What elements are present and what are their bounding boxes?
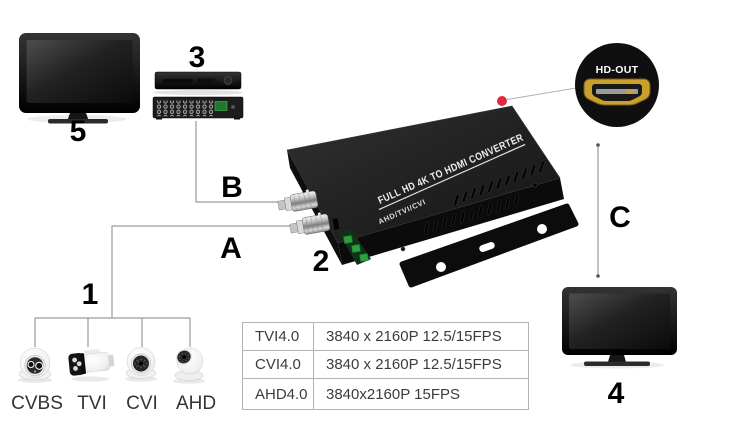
marker-5: 5 [69,115,87,148]
tvi-ir-led-1 [72,357,78,363]
tvi-shadow [71,376,109,382]
tvi-sunshield [83,349,100,355]
monitor-5-stand [67,113,89,120]
cvbs-ir-led [27,360,35,369]
dvr-rear-port-green [214,101,228,111]
case-top-face [286,105,561,244]
converter-title-underline [378,143,526,211]
spec-resolution-tvi: 3840 x 2160P 12.5/15FPS [314,323,528,351]
marker-a: A [220,232,242,265]
camera-label-cvi: CVI [126,393,158,414]
spec-format-tvi: TVI4.0 [243,323,314,351]
vent-slots-top [453,161,545,206]
monitor-5 [19,33,140,124]
dvr-shadow [153,90,243,95]
monitor-5-screen [26,40,133,103]
hdmi-location-dot [497,96,507,106]
spec-format-ahd: AHD4.0 [243,379,314,409]
line-c-top-dot [596,143,600,147]
camera-cvi [125,347,157,382]
case-screw-hole [532,182,538,188]
line-c-bottom-dot [596,274,600,278]
bracket-hole-right [537,224,547,234]
cvbs-status-led [33,370,37,373]
marker-4: 4 [607,377,625,410]
connection-line-b [195,121,288,203]
marker-c: C [609,201,631,234]
connection-lines [34,121,599,347]
dvr-front-knob [223,76,233,85]
monitor-4 [562,287,677,369]
camera-branch-lines [34,317,191,347]
monitor-4-base [584,361,650,366]
marker-3: 3 [188,41,206,74]
ahd-faceplate-group [175,349,193,365]
spec-resolution-cvi: 3840 x 2160P 12.5/15FPS [314,351,528,379]
spec-format-cvi: CVI4.0 [243,351,314,379]
monitor-5-base [48,119,108,124]
tvi-ring [80,353,86,375]
dvr-foot-left [156,117,162,120]
bracket-slot [479,241,495,253]
dvr-front-recess [197,78,215,83]
monitor-4-stand [608,355,626,362]
camera-label-ahd: AHD [175,393,217,414]
bracket-hole-left [436,262,446,272]
toggle-switch [331,217,341,231]
camera-ahd [173,347,205,384]
marker-b: B [221,171,243,204]
tvi-lens [76,361,82,367]
tvi-tail [108,354,115,367]
callout-line [506,87,577,100]
front-face-hole [400,246,406,252]
vent-slots-front [423,193,520,236]
camera-label-tvi: TVI [77,393,107,414]
cvbs-lens [35,361,44,370]
converter-device: FULL HD 4K TO HDMI CONVERTER AHD/TVI/CVI [277,87,579,288]
hdmi-callout-circle: HD-OUT [575,43,659,127]
monitor-4-screen [569,293,670,349]
camera-label-cvbs: CVBS [11,393,63,414]
dvr-foot-right [234,117,240,120]
cvi-ir-leds [134,358,148,369]
bnc-connector-upper [277,189,319,212]
spec-table: TVI4.0 3840 x 2160P 12.5/15FPS CVI4.0 38… [242,322,529,410]
ahd-lens [181,354,187,360]
bnc-connector-lower [289,212,331,235]
dvr-bnc-grid [156,100,213,117]
pcb-terminals [343,235,369,262]
marker-1: 1 [81,278,99,311]
hd-out-label: HD-OUT [596,64,639,76]
dvr-front-slot [163,79,193,83]
spec-resolution-ahd: 3840x2160P 15FPS [326,385,460,403]
cvi-lens [138,360,144,367]
dvr-unit [152,71,244,120]
dvr-rear-port-round [231,105,235,109]
hdmi-pin-gold [626,89,634,94]
camera-cvbs [18,347,52,383]
camera-tvi [68,349,115,382]
marker-2: 2 [312,245,330,278]
connection-line-a [111,225,293,318]
tvi-ir-led-2 [73,366,78,371]
ahd-ir-leds [178,352,190,363]
